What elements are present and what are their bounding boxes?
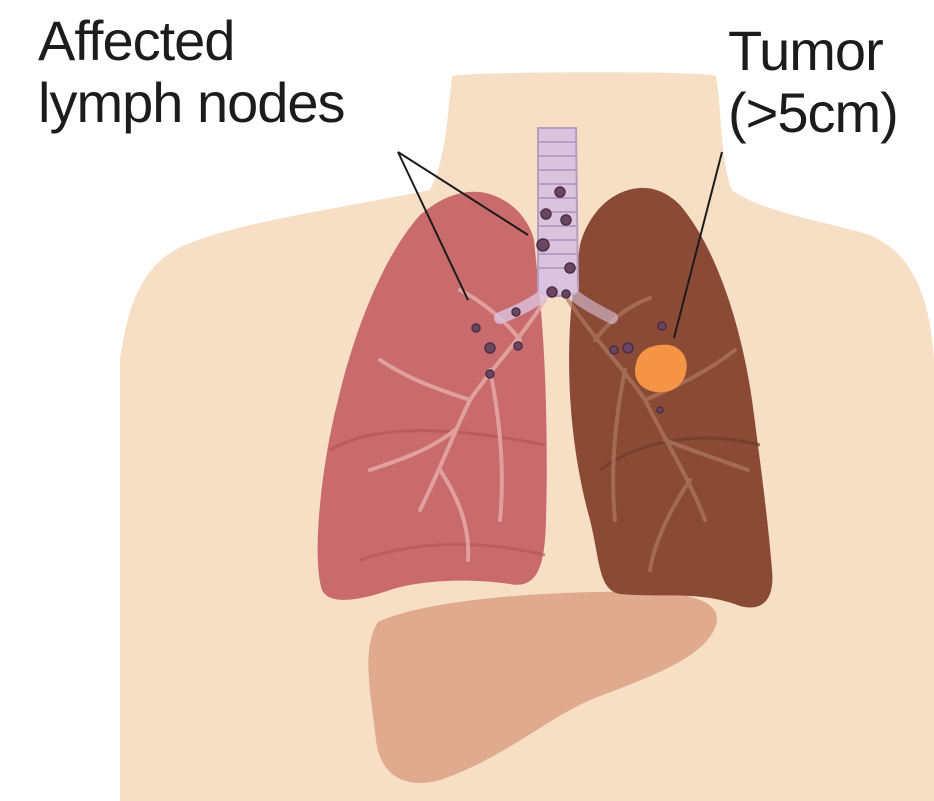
tumor-label-line1: Tumor <box>728 20 898 82</box>
affected-lymph-nodes-label-line1: Affected <box>38 10 345 72</box>
affected-lymph-nodes-label: Affected lymph nodes <box>38 10 345 134</box>
tumor-label-line2: (>5cm) <box>728 82 898 144</box>
affected-lymph-nodes-label-line2: lymph nodes <box>38 72 345 134</box>
tumor-label: Tumor (>5cm) <box>728 20 898 144</box>
tumor <box>635 345 687 393</box>
